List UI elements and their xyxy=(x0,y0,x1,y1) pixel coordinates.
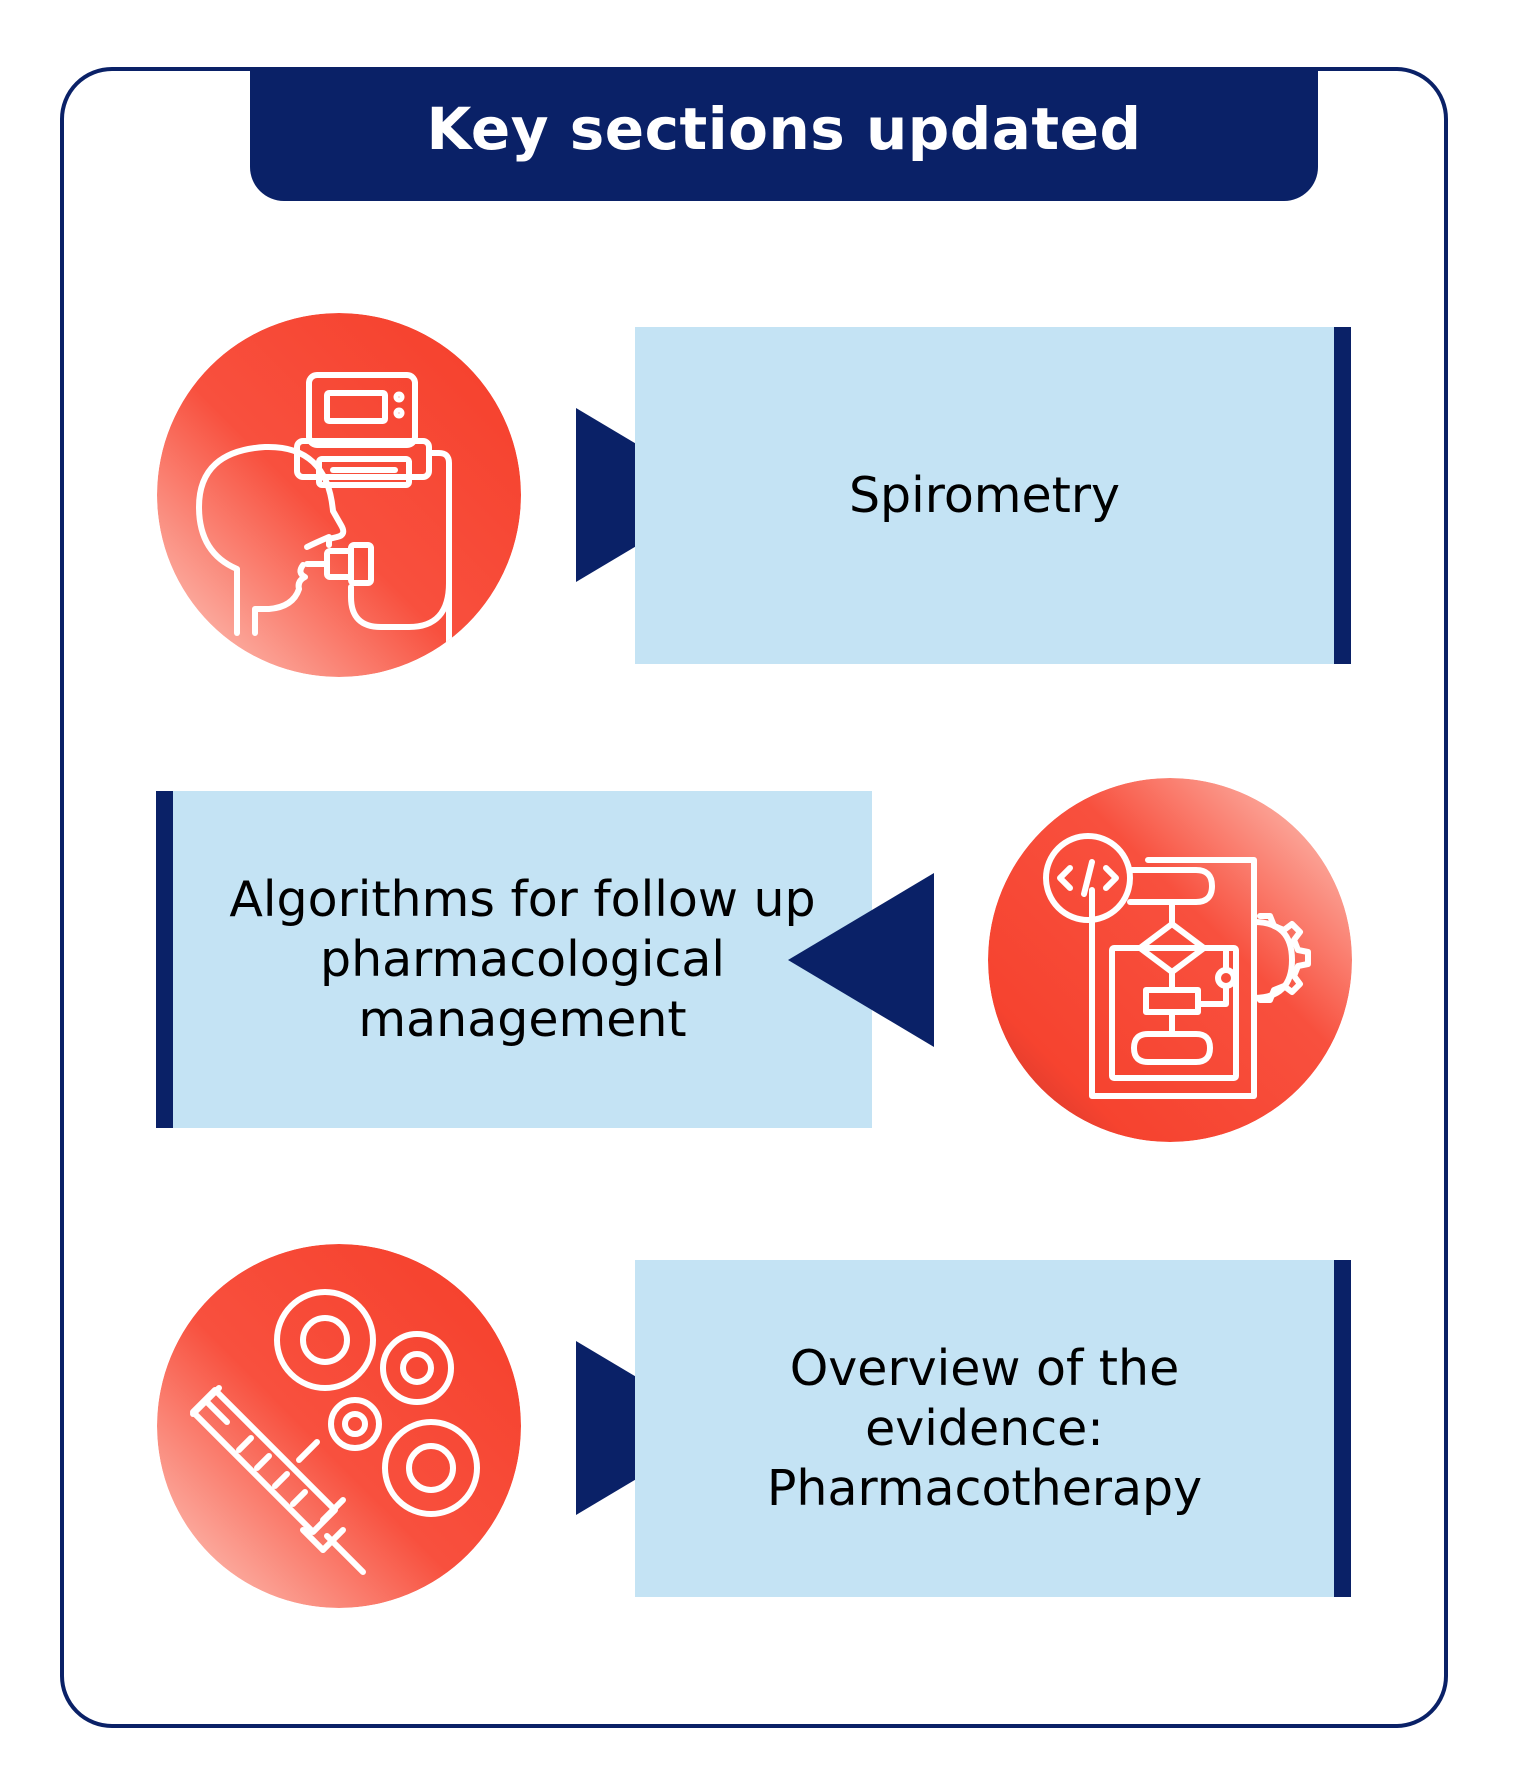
syringe-cells-icon xyxy=(157,1244,521,1608)
section-box-pharmacotherapy: Overview of the evidence: Pharmacotherap… xyxy=(635,1260,1351,1597)
header-banner: Key sections updated xyxy=(250,67,1318,201)
section-label: Overview of the evidence: Pharmacotherap… xyxy=(766,1339,1203,1517)
section-box-algorithms: Algorithms for follow up pharmacological… xyxy=(156,791,872,1128)
section-label: Algorithms for follow up pharmacological… xyxy=(229,870,816,1048)
arrow-left-icon xyxy=(788,873,934,1047)
section-label: Spirometry xyxy=(848,466,1121,524)
spirometry-icon xyxy=(157,313,521,677)
page-title: Key sections updated xyxy=(426,95,1142,163)
section-box-spirometry: Spirometry xyxy=(635,327,1351,664)
algorithm-flowchart-icon xyxy=(988,778,1352,1142)
